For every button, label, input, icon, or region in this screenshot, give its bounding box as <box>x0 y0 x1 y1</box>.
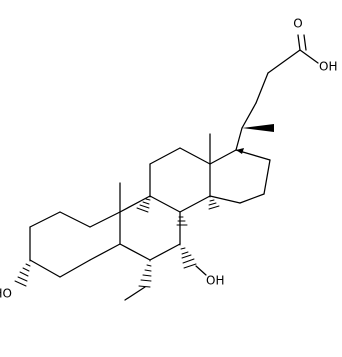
acid-hydroxyl-label: OH <box>319 60 337 74</box>
hydroxyl-bonds <box>195 265 207 276</box>
carbonyl-oxygen-label: O <box>293 17 302 31</box>
ring-c <box>149 147 211 213</box>
carbonyl-bond-2 <box>303 34 307 51</box>
wedge-c20-methyl <box>242 124 274 132</box>
hydroxyl-3-label: HO <box>0 287 12 301</box>
side-chain <box>235 34 319 151</box>
hash-3-hydroxyl <box>14 259 31 287</box>
ring-a <box>29 211 121 278</box>
ethyl-group <box>124 286 146 301</box>
hash-c8-h <box>136 195 151 213</box>
acid-oh-bond <box>299 49 319 64</box>
hash-6-ethyl <box>138 259 152 288</box>
ring-d <box>209 149 271 204</box>
hydroxyl-7-label: OH <box>206 274 224 288</box>
wedge-c17-h <box>236 148 244 154</box>
ring-b <box>89 195 181 261</box>
hash-7-hydroxyl <box>179 243 197 269</box>
hash-c9-h <box>176 211 188 226</box>
carbonyl-bond-1 <box>297 34 301 51</box>
hash-c14-h <box>208 195 220 210</box>
